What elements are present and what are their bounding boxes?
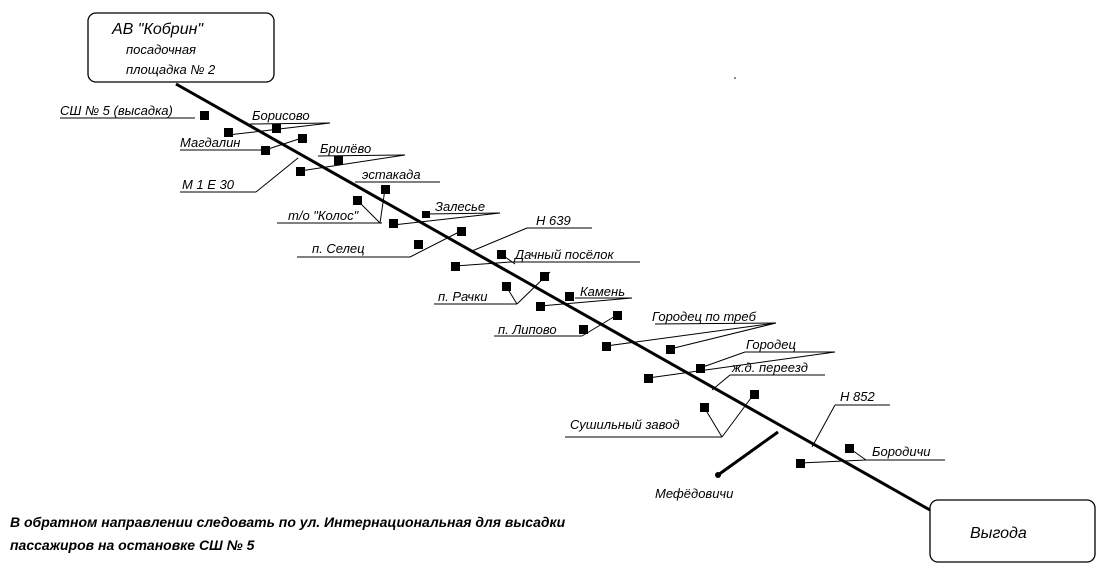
- main-route-line: [175, 82, 931, 512]
- stop-label-kolos: т/о "Колос": [288, 208, 360, 223]
- leader-lines: [60, 117, 945, 464]
- stop-label-h852: Н 852: [840, 389, 875, 404]
- stop-label-m1e30: М 1 Е 30: [182, 177, 235, 192]
- stop-label-borodichi: Бородичи: [872, 444, 931, 459]
- note-line-2: пассажиров на остановке СШ № 5: [10, 537, 255, 553]
- start-station-box: [87, 12, 275, 83]
- stop-label-lipovo: п. Липово: [498, 322, 557, 337]
- stop-label-sh5: СШ № 5 (высадка): [60, 103, 173, 118]
- start-station-line1: посадочная: [126, 42, 196, 57]
- stop-label-magdalin: Магдалин: [180, 135, 240, 150]
- branch-end-dot: [715, 472, 721, 478]
- stop-label-rachki: п. Рачки: [438, 289, 488, 304]
- end-station-title: Выгода: [970, 525, 1027, 542]
- note-line-1: В обратном направлении следовать по ул. …: [10, 514, 566, 530]
- stop-label-brilevo: Брилёво: [320, 141, 371, 156]
- stop-label-mefedovichi: Мефёдовичи: [655, 486, 733, 501]
- stop-label-selets: п. Селец: [312, 241, 365, 256]
- stop-label-kamen: Камень: [580, 284, 625, 299]
- stop-label-dachny: Дачный посёлок: [513, 247, 614, 262]
- start-station-title: АВ "Кобрин": [111, 21, 204, 38]
- stop-label-estakada: эстакада: [362, 167, 421, 182]
- branch-line: [717, 430, 779, 477]
- end-station-box: [929, 499, 1096, 563]
- stop-label-gorodets: Городец: [746, 337, 796, 352]
- stop-label-borisovo: Борисово: [252, 108, 310, 123]
- stop-markers: [200, 111, 854, 468]
- stop-label-gorodets-treb: Городец по треб: [652, 309, 757, 324]
- stop-label-h639: Н 639: [536, 213, 571, 228]
- stop-label-pereezd: ж.д. переезд: [731, 360, 808, 375]
- stop-label-sushilny: Сушильный завод: [570, 417, 680, 432]
- stop-label-zalesye: Залесье: [435, 199, 485, 214]
- start-station-line2: площадка № 2: [126, 62, 216, 77]
